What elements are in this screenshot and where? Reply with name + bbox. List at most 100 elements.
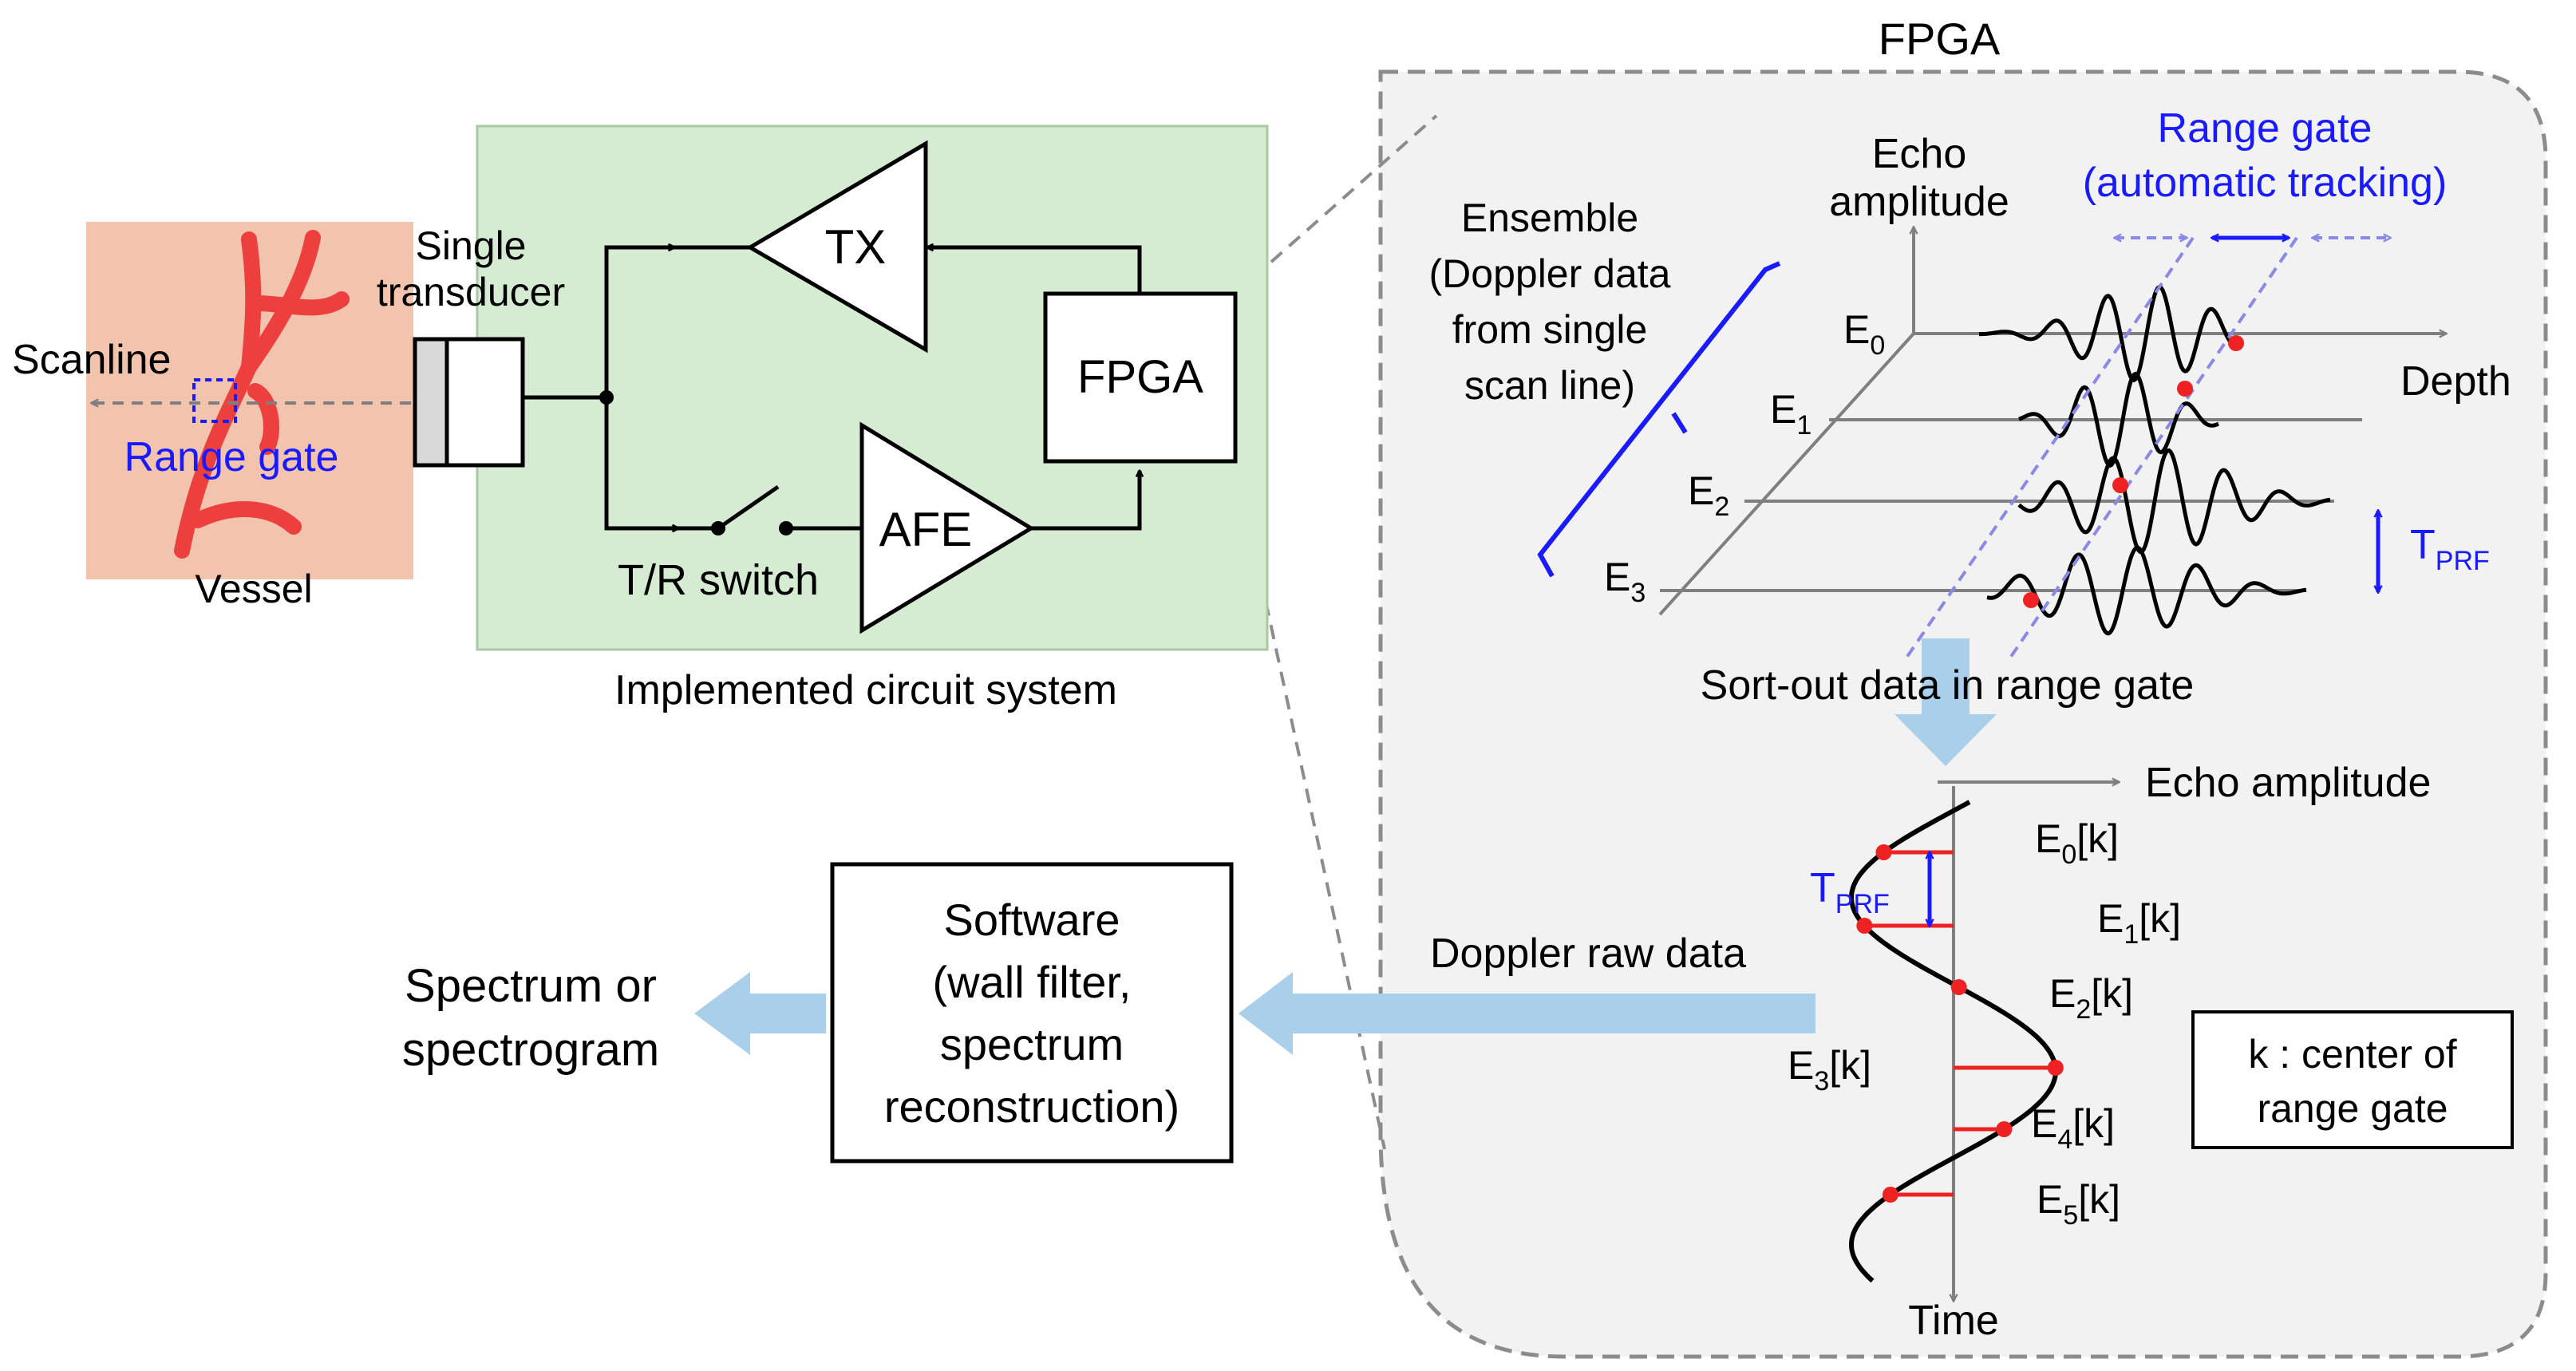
sample-label-e4-sub: 4 [2057,1124,2072,1155]
sample-dot-e3 [2047,1060,2064,1076]
software-box [830,862,1234,1164]
echo-label-e3-base: E [1604,555,1630,599]
sample-label-e4-base: E [2031,1101,2057,1146]
echo-waveform-e1 [2018,371,2219,468]
echo-label-e1-base: E [1770,387,1796,432]
output-line1: Spectrum or [405,960,657,1012]
sort-label: Sort-out data in range gate [1701,662,2195,709]
range-gate-marker [192,378,237,423]
transducer-label-line1: Single [416,223,527,268]
sort-down-arrow [1894,638,1997,766]
echo-axis-line2: amplitude [1829,179,2009,225]
sample-dot-e1 [1856,918,1873,934]
sample-label-e0-base: E [2035,816,2061,861]
sample-label-e4: E4[k] [2031,1101,2115,1155]
echo-label-e2-sub: 2 [1714,492,1729,522]
software-line3: spectrum [940,1019,1124,1069]
software-line4: reconstruction) [884,1081,1179,1132]
sample-label-e1: E1[k] [2097,896,2181,950]
node-to-switch-wire [604,397,678,528]
ensemble-bracket-tick [1671,412,1688,434]
time-tprf-sub: PRF [1835,889,1890,919]
range-gate-title-line2: (automatic tracking) [2083,160,2448,206]
time-tprf-label: TPRF [1810,865,1890,919]
tprf-label-sub: PRF [2436,546,2490,576]
echo-waveform-e0 [1978,284,2236,383]
afe-amplifier [859,421,1035,634]
output-arrow [694,972,826,1055]
sample-label-e5-base: E [2037,1177,2063,1222]
sample-label-e5-sub: 5 [2063,1200,2078,1231]
time-tprf-base: T [1810,865,1835,911]
echo-label-e0: E0 [1843,307,1885,361]
echo-waveforms [1978,284,2331,636]
tx-label: TX [825,220,887,274]
sample-label-e3-base: E [1788,1043,1814,1088]
doppler-sinusoid [1848,800,2058,1283]
gate-sample-dot-e3 [2023,592,2039,608]
transducer-body [444,337,525,468]
software-line2: (wall filter, [933,957,1132,1007]
sample-label-e1-base: E [2097,896,2124,941]
legend-line1: k : center of [2248,1032,2456,1077]
afe-label: AFE [879,503,973,556]
time-plot-y-label: Time [1908,1298,1999,1344]
ensemble-line2: (Doppler data [1429,251,1671,296]
output-line2: spectrogram [402,1024,659,1076]
vessel-shape [174,230,350,559]
sample-label-e0-sub: 0 [2061,840,2076,870]
doppler-raw-data-label: Doppler raw data [1430,930,1746,977]
echo-label-e3-sub: 3 [1630,578,1646,608]
zoom-connectors [1234,114,1438,1150]
circuit-system: Implemented circuit system TX AFE FPGA T… [476,124,1269,713]
echo-axis-line1: Echo [1872,131,1967,177]
range-gate-boundary-right [2005,236,2298,664]
sample-label-e5-suffix: [k] [2078,1177,2120,1222]
depth-axis-label: Depth [2400,358,2511,405]
echo-label-e1: E1 [1770,387,1811,441]
sample-label-e4-suffix: [k] [2072,1101,2115,1146]
sample-label-e2-base: E [2049,971,2076,1016]
doppler-raw-data-arrow [1239,972,1815,1055]
gate-sample-dot-e2 [2112,477,2128,493]
echo-label-e3: E3 [1604,555,1646,608]
sample-label-e3-suffix: [k] [1829,1043,1871,1088]
fpga-region-title: FPGA [1879,14,2001,64]
fpga-to-tx-wire [927,247,1142,294]
range-gate-boundary-left [1902,236,2195,664]
sample-dot-e4 [1996,1121,2013,1137]
sample-label-e2-sub: 2 [2076,994,2091,1025]
sample-dot-e2 [1950,979,1967,995]
afe-to-fpga-wire [1031,471,1140,531]
sample-label-e5: E5[k] [2037,1177,2120,1231]
sample-label-e0-suffix: [k] [2076,816,2119,861]
fpga-block-label: FPGA [1077,351,1203,403]
fpga-block [1043,291,1238,464]
range-gate-samples [2023,335,2244,608]
tx-amplifier [746,140,928,354]
sample-label-e3: E3[k] [1788,1043,1871,1096]
scanline-label: Scanline [12,337,171,383]
legend-box: k : center of range gate [2191,1010,2514,1149]
echo-label-e1-sub: 1 [1796,410,1811,441]
ensemble-line3: from single [1452,307,1648,352]
sample-label-e0: E0[k] [2035,816,2119,870]
software-block: Software (wall filter, spectrum reconstr… [830,862,1234,1164]
sample-label-e2: E2[k] [2049,971,2133,1025]
vessel-label: Vessel [195,567,312,611]
sample-dot-e0 [1875,844,1892,860]
time-plot-x-label: Echo amplitude [2145,760,2431,806]
sample-label-e3-sub: 3 [1814,1066,1829,1096]
transducer-label-line2: transducer [377,270,565,314]
gate-sample-dot-e1 [2177,381,2193,397]
sample-label-e1-suffix: [k] [2139,896,2181,941]
vessel-panel: Single transducer Scanline Range gate Ve… [12,222,565,611]
sample-stems [1856,844,2064,1203]
ensemble-bracket [1537,261,1781,578]
circuit-caption: Implemented circuit system [614,667,1117,713]
echo-waveform-e2 [2017,448,2331,555]
gate-sample-dot-e0 [2228,335,2244,351]
software-line1: Software [944,895,1120,945]
ensemble-line4: scan line) [1464,363,1635,408]
